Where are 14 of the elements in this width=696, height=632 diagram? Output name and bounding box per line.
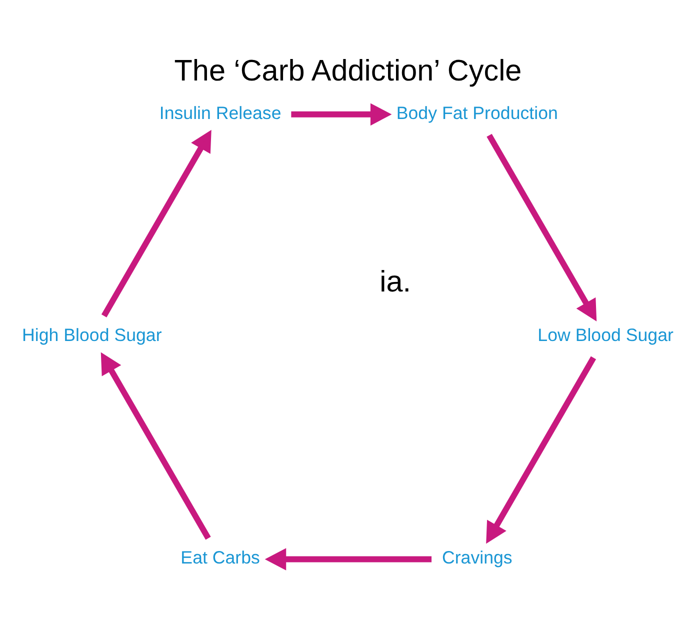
- label: ia.: [380, 265, 412, 298]
- node-text: Low Blood Sugar: [538, 324, 674, 345]
- arrow: [291, 102, 392, 126]
- arrow: [101, 129, 212, 317]
- arrow: [486, 133, 597, 321]
- node-text: Body Fat Production: [396, 102, 558, 122]
- node-text: Eat Carbs: [180, 547, 260, 568]
- node-text: High Blood Sugar: [22, 324, 162, 345]
- node-text: Insulin Release: [159, 102, 282, 122]
- arrow: [100, 352, 211, 540]
- arrow: [486, 356, 596, 544]
- diagram-title: The ‘Carb Addiction’ Cycle: [174, 54, 522, 88]
- node-text: Cravings: [442, 547, 512, 568]
- arrow: [264, 548, 432, 570]
